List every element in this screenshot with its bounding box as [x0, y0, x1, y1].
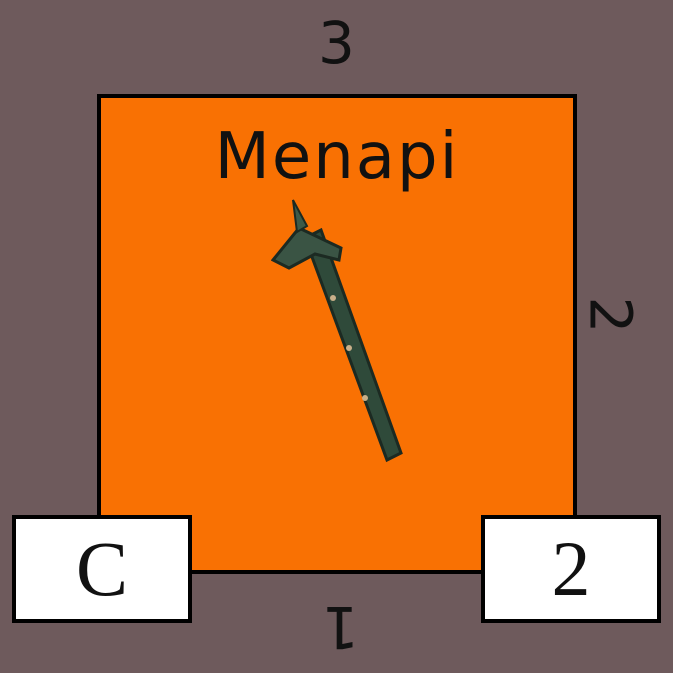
strength-box: 2 [481, 515, 661, 623]
top-side-number: 3 [318, 9, 355, 77]
hammer-axe-icon [271, 199, 403, 463]
right-side-number: 2 [576, 296, 645, 334]
bottom-side-number: 1 [322, 593, 359, 661]
unit-name: Menapi [214, 120, 460, 194]
strength-value: 2 [551, 525, 591, 612]
unit-counter[interactable]: Menapi [97, 94, 577, 574]
combat-class-value: C [75, 525, 129, 612]
combat-class-box: C [12, 515, 192, 623]
